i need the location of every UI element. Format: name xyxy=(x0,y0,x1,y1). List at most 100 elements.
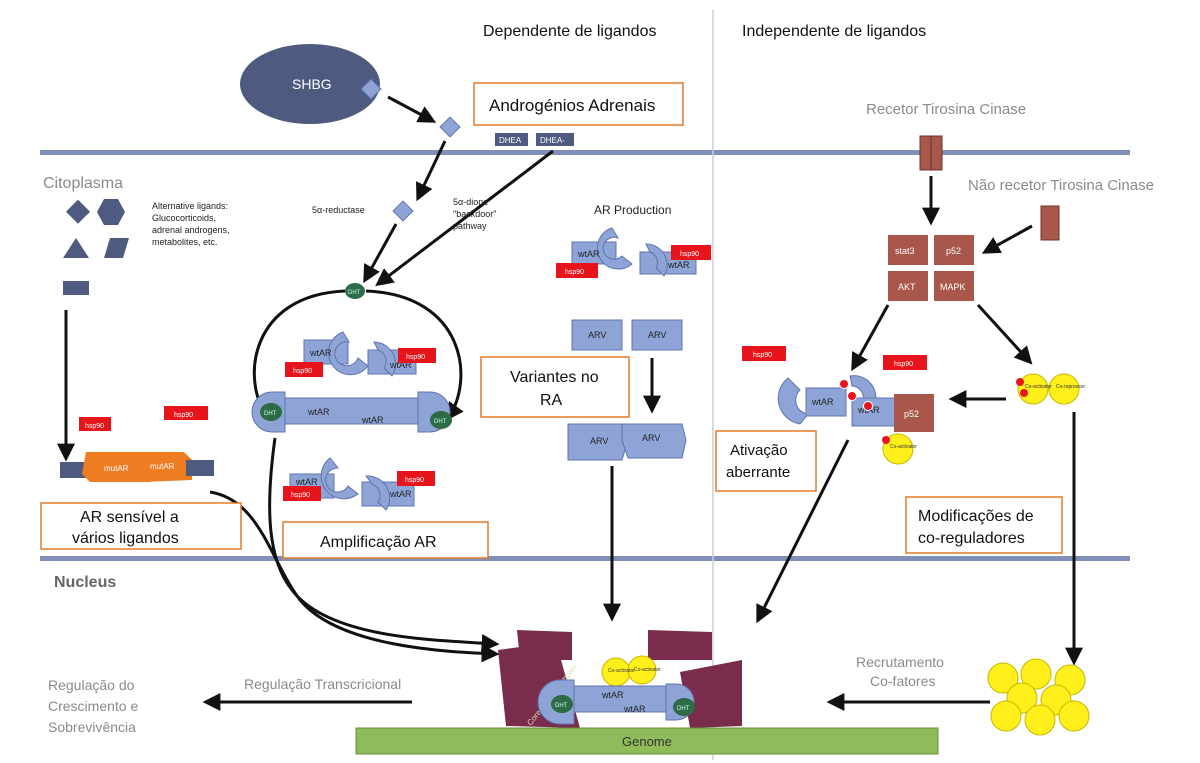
wtar-label: wtAR xyxy=(667,260,690,270)
arrow xyxy=(756,439,850,624)
growth-label: Sobrevivência xyxy=(48,719,136,735)
reductase-label: 5α-reductase xyxy=(312,205,365,215)
dht-ligand xyxy=(260,403,282,421)
hsp90-tag xyxy=(671,245,711,260)
coactivator xyxy=(627,655,657,685)
hsp90-tag xyxy=(397,471,435,486)
cofactor-cluster xyxy=(987,658,1090,736)
recruitment-label: Recrutamento xyxy=(856,654,944,670)
amplification-label: Amplificação AR xyxy=(320,534,437,551)
hsp90-tag xyxy=(398,348,436,363)
coactivator-label: Co-activator xyxy=(634,667,661,673)
ar-variants-box xyxy=(480,356,630,418)
genome-bar xyxy=(355,727,939,755)
ligand-shape-icon xyxy=(63,238,89,258)
wtar-label: wtAR xyxy=(307,407,330,417)
cell-membrane xyxy=(40,150,1130,155)
wtar-label: wtAR xyxy=(623,704,646,714)
hsp90-tag xyxy=(556,263,598,278)
wtar-label: wtAR xyxy=(601,690,624,700)
growth-label: Crescimento e xyxy=(48,698,138,714)
arv-label: ARV xyxy=(588,330,606,340)
ligand-shape-icon xyxy=(97,199,125,225)
mapk-label: MAPK xyxy=(940,282,966,292)
hsp90-tag xyxy=(285,362,323,377)
ar-sensitive-label: vários ligandos xyxy=(72,530,179,547)
header-ligand-independent: Independente de ligandos xyxy=(742,23,926,40)
phospho-site-icon xyxy=(847,391,857,401)
arv-protein xyxy=(571,319,623,351)
arv-label: ARV xyxy=(590,436,608,446)
phospho-site-icon xyxy=(863,401,873,411)
hsp90-tag xyxy=(883,355,927,370)
hsp90-label: hsp90 xyxy=(174,412,193,419)
p52-label: p52 xyxy=(946,246,961,256)
hsp90-tag xyxy=(79,417,111,431)
ligand-shape-icon xyxy=(63,281,89,295)
dht-ligand xyxy=(551,695,573,713)
corepressor-label: Co-repressor xyxy=(1056,384,1086,390)
hsp90-label: hsp90 xyxy=(894,361,913,368)
adrenal-androgens-box xyxy=(473,82,684,126)
alt-ligands-label: Glucocorticoids, xyxy=(152,213,216,223)
coactivator-label: Co-activator xyxy=(1025,384,1052,390)
mutar-dimer xyxy=(60,452,214,482)
mutar-label: mutAR xyxy=(104,464,129,473)
phospho-site-icon xyxy=(839,379,849,389)
ar-sensitive-label: AR sensível a xyxy=(80,509,179,526)
coactivator-label: Co-activator xyxy=(608,668,635,674)
phospho-site-icon xyxy=(1016,378,1024,386)
arv-label: ARV xyxy=(642,433,660,443)
arv-label: ARV xyxy=(648,330,666,340)
wtar-label: wtAR xyxy=(389,489,412,499)
hsp90-label: hsp90 xyxy=(85,423,104,430)
aberrant-activation-box xyxy=(715,430,817,492)
coactivator-label: Co-activator xyxy=(890,444,917,450)
nrtk-receptor-icon xyxy=(1040,205,1060,241)
coregulator-modification-label: Modificações de xyxy=(918,508,1034,525)
dhea-label: DHEA xyxy=(499,136,522,145)
androgen-ligand-icon xyxy=(360,78,382,100)
nrtk-label: Não recetor Tirosina Cinase xyxy=(968,177,1154,194)
arrow xyxy=(976,303,1033,365)
mapk-kinase xyxy=(934,271,974,301)
hsp90-tag xyxy=(164,406,208,420)
alt-ligands-label: adrenal androgens, xyxy=(152,225,230,235)
hsp90-tag xyxy=(742,346,786,361)
dht-label: DHT xyxy=(677,706,690,712)
phospho-site-icon xyxy=(1020,389,1028,397)
ar-variants-label: Variantes no xyxy=(510,369,599,386)
arrow xyxy=(387,95,437,123)
dht-ligand xyxy=(345,283,365,299)
alt-ligands-label: Alternative ligands: xyxy=(152,201,228,211)
growth-label: Regulação do xyxy=(48,677,135,693)
arv-protein xyxy=(621,423,687,459)
stat3-kinase xyxy=(888,235,928,265)
ligand-shape-icon xyxy=(104,238,129,258)
amplification-box xyxy=(282,521,489,559)
wtar-dimer xyxy=(777,375,897,427)
corepressor xyxy=(1048,373,1080,405)
wtar-label: wtAR xyxy=(811,397,834,407)
arv-protein xyxy=(631,319,683,351)
dht-label: DHT xyxy=(348,290,361,296)
aberrant-activation-label: Ativação xyxy=(730,442,788,459)
transcription-label: Regulação Transcricional xyxy=(244,676,401,692)
shbg-protein xyxy=(240,44,380,124)
arrow xyxy=(375,149,554,287)
alt-ligands-label: metabolites, etc. xyxy=(152,237,218,247)
arrow xyxy=(363,223,398,284)
arrow xyxy=(416,140,447,202)
wtar-label: wtAR xyxy=(295,477,318,487)
ligand-shape-icon xyxy=(65,199,91,224)
shbg-label: SHBG xyxy=(292,76,332,92)
rtk-label: Recetor Tirosina Cinase xyxy=(866,101,1026,118)
arrow xyxy=(365,289,464,421)
hsp90-label: hsp90 xyxy=(406,354,425,361)
adrenal-androgens-label: Androgénios Adrenais xyxy=(489,96,655,115)
dht-label: DHT xyxy=(264,411,277,417)
dht-ligand xyxy=(430,411,452,429)
dht-label: DHT xyxy=(434,419,447,425)
ar-production-label: AR Production xyxy=(594,203,671,217)
